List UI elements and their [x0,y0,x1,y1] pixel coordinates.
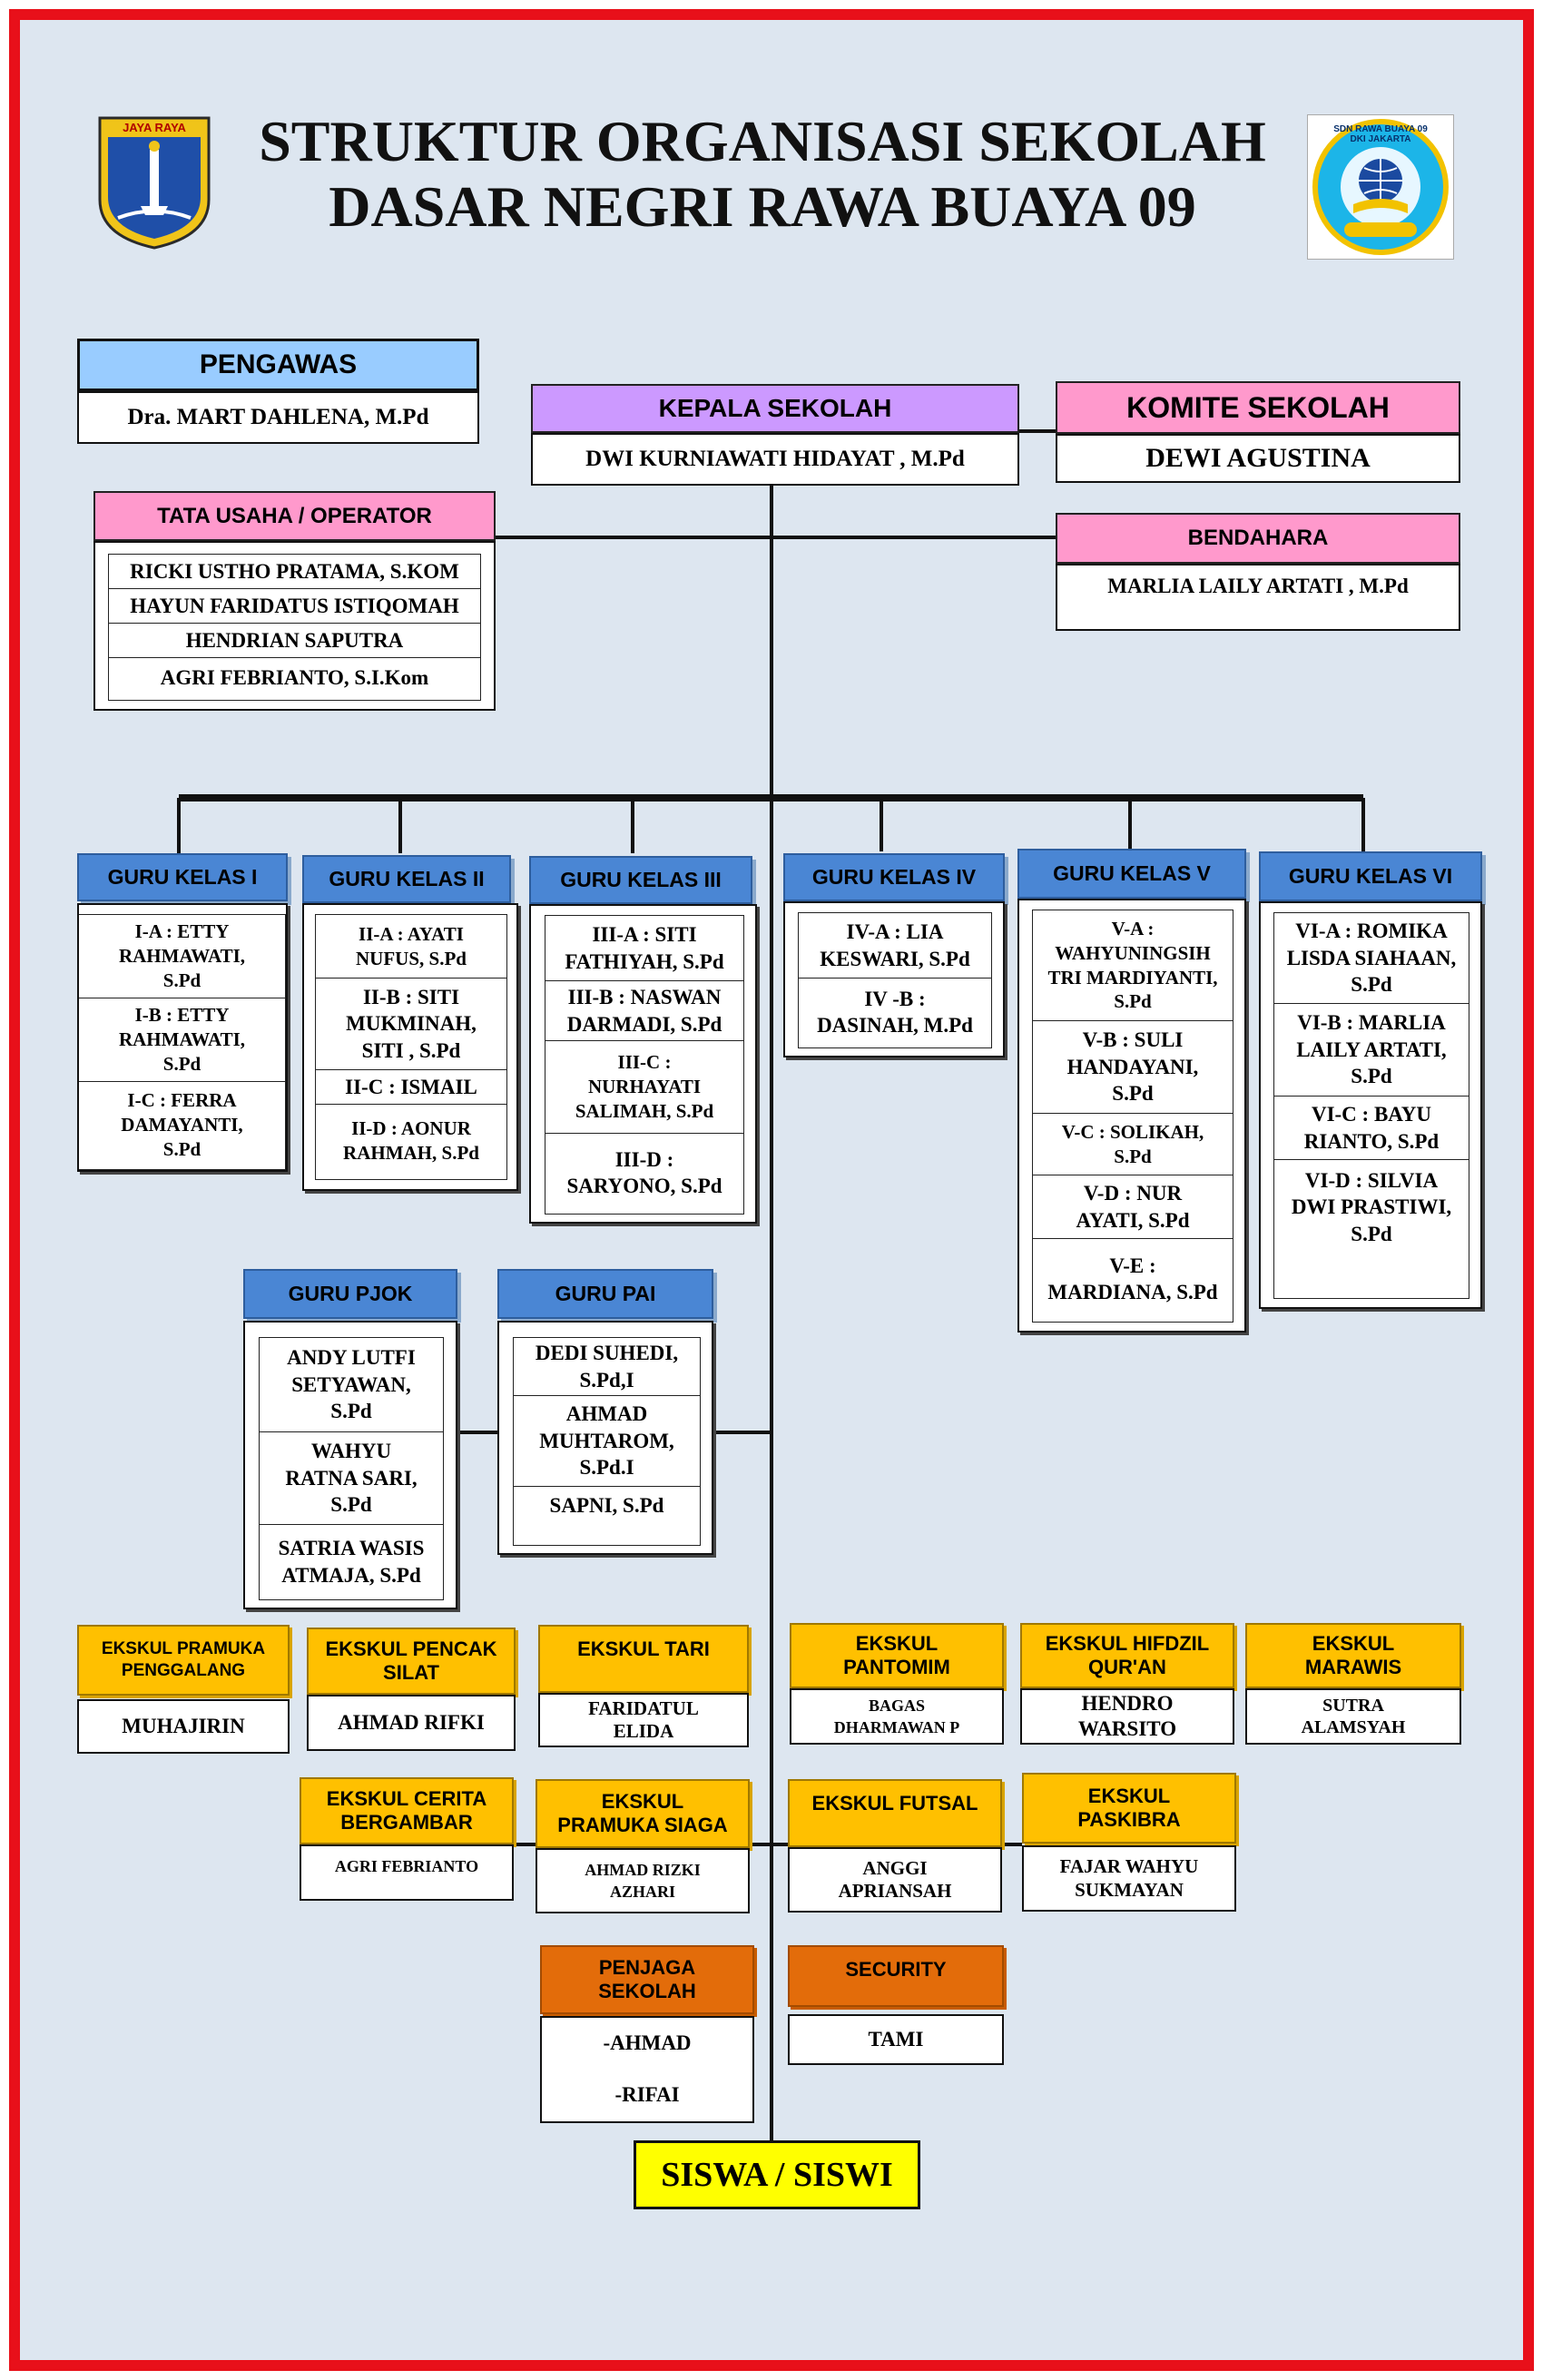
tata-usaha-header: TATA USAHA / OPERATOR [93,491,496,541]
ekskul-cerita-bergambar-header: EKSKUL CERITA BERGAMBAR [300,1777,514,1844]
guru-pjok-header: GURU PJOK [243,1269,457,1319]
pengawas-header: PENGAWAS [77,339,479,391]
kepala-sekolah-header: KEPALA SEKOLAH [531,384,1019,433]
guru-kelas-6-row: VI-C : BAYU RIANTO, S.Pd [1274,1097,1469,1160]
guru-kelas-1-row: I-A : ETTY RAHMAWATI, S.Pd [79,915,285,998]
security-header: SECURITY [788,1945,1004,2007]
guru-kelas-1-row: I-B : ETTY RAHMAWATI, S.Pd [79,998,285,1082]
guru-kelas-6-row: VI-D : SILVIA DWI PRASTIWI, S.Pd [1291,1169,1452,1245]
bendahara-header: BENDAHARA [1056,513,1460,564]
guru-kelas-1-inner: I-A : ETTY RAHMAWATI, S.Pd I-B : ETTY RA… [79,914,286,1170]
ekskul-pantomim-header: EKSKUL PANTOMIM [790,1623,1004,1688]
ekskul-pramuka-siaga-name: AHMAD RIZKI AZHARI [536,1848,750,1913]
ekskul-pencak-silat-name: AHMAD RIFKI [307,1695,516,1751]
guru-kelas-2-row: II-C : ISMAIL [316,1070,506,1105]
school-logo: SDN RAWA BUAYA 09 DKI JAKARTA [1307,114,1454,260]
ekskul-paskibra-header: EKSKUL PASKIBRA [1022,1773,1236,1844]
guru-kelas-5-row: V-B : SULI HANDAYANI, S.Pd [1033,1021,1233,1114]
guru-pjok-row: SATRIA WASIS ATMAJA, S.Pd [278,1537,425,1587]
tata-usaha-item: HENDRIAN SAPUTRA [109,624,480,658]
guru-kelas-4-row: IV-A : LIA KESWARI, S.Pd [799,913,991,979]
ekskul-tari-name: FARIDATUL ELIDA [538,1693,749,1747]
guru-pai-row: DEDI SUHEDI, S.Pd,I [514,1338,700,1396]
guru-kelas-6-inner: VI-A : ROMIKA LISDA SIAHAAN, S.Pd VI-B :… [1273,912,1469,1299]
siswa-box: SISWA / SISWI [634,2140,920,2209]
ekskul-marawis-header: EKSKUL MARAWIS [1245,1623,1461,1688]
guru-kelas-5-header: GURU KELAS V [1017,849,1246,899]
guru-kelas-4-list: IV-A : LIA KESWARI, S.Pd IV -B : DASINAH… [783,901,1005,1057]
ekskul-marawis-name: SUTRA ALAMSYAH [1245,1688,1461,1745]
guru-pai-row: AHMAD MUHTAROM, S.Pd.I [514,1396,700,1487]
guru-kelas-2-inner: II-A : AYATI NUFUS, S.Pd II-B : SITI MUK… [315,914,507,1180]
guru-pjok-row: ANDY LUTFI SETYAWAN, S.Pd [260,1338,443,1432]
guru-kelas-5-row: V-A : WAHYUNINGSIH TRI MARDIYANTI, S.Pd [1033,910,1233,1021]
guru-pjok-row: WAHYU RATNA SARI, S.Pd [260,1432,443,1525]
guru-kelas-1-header: GURU KELAS I [77,853,288,901]
guru-pai-header: GURU PAI [497,1269,713,1319]
ekskul-pramuka-siaga-header: EKSKUL PRAMUKA SIAGA [536,1779,750,1848]
ekskul-paskibra-name: FAJAR WAHYU SUKMAYAN [1022,1845,1236,1912]
ekskul-pencak-silat-header: EKSKUL PENCAK SILAT [307,1628,516,1695]
tata-usaha-item: HAYUN FARIDATUS ISTIQOMAH [109,589,480,624]
guru-kelas-3-list: III-A : SITI FATHIYAH, S.Pd III-B : NASW… [529,904,757,1224]
ekskul-pramuka-penggalang-header: EKSKUL PRAMUKA PENGGALANG [77,1625,290,1696]
guru-pai-inner: DEDI SUHEDI, S.Pd,I AHMAD MUHTAROM, S.Pd… [513,1337,701,1546]
guru-kelas-2-header: GURU KELAS II [302,855,511,903]
guru-kelas-5-inner: V-A : WAHYUNINGSIH TRI MARDIYANTI, S.Pd … [1032,910,1233,1323]
guru-kelas-3-inner: III-A : SITI FATHIYAH, S.Pd III-B : NASW… [545,915,744,1215]
guru-kelas-3-header: GURU KELAS III [529,856,752,904]
guru-kelas-1-list: I-A : ETTY RAHMAWATI, S.Pd I-B : ETTY RA… [77,903,288,1172]
penjaga-sekolah-name: -AHMAD -RIFAI [540,2016,754,2123]
guru-kelas-5-row: V-E : MARDIANA, S.Pd [1047,1254,1218,1303]
ekskul-cerita-bergambar-name: AGRI FEBRIANTO [300,1844,514,1901]
ekskul-pantomim-name: BAGAS DHARMAWAN P [790,1688,1004,1745]
guru-kelas-2-row: II-A : AYATI NUFUS, S.Pd [316,915,506,979]
bendahara-name: MARLIA LAILY ARTATI , M.Pd [1056,564,1460,631]
guru-pjok-list: ANDY LUTFI SETYAWAN, S.Pd WAHYU RATNA SA… [243,1321,457,1609]
komite-sekolah-name: DEWI AGUSTINA [1056,434,1460,483]
guru-kelas-1-row: I-C : FERRA DAMAYANTI, S.Pd [121,1089,243,1160]
guru-pjok-inner: ANDY LUTFI SETYAWAN, S.Pd WAHYU RATNA SA… [259,1337,444,1600]
guru-kelas-4-header: GURU KELAS IV [783,853,1005,901]
guru-kelas-5-row: V-D : NUR AYATI, S.Pd [1033,1175,1233,1239]
ekskul-futsal-header: EKSKUL FUTSAL [788,1779,1002,1847]
guru-kelas-6-list: VI-A : ROMIKA LISDA SIAHAAN, S.Pd VI-B :… [1259,901,1482,1309]
ekskul-futsal-name: ANGGI APRIANSAH [788,1847,1002,1913]
pengawas-name: Dra. MART DAHLENA, M.Pd [77,391,479,444]
kepala-sekolah-name: DWI KURNIAWATI HIDAYAT , M.Pd [531,433,1019,486]
school-logo-text: SDN RAWA BUAYA 09 DKI JAKARTA [1333,124,1428,144]
ekskul-hifdzil-quran-header: EKSKUL HIFDZIL QUR'AN [1020,1623,1234,1688]
guru-pai-row: SAPNI, S.Pd [549,1494,664,1517]
penjaga-sekolah-header: PENJAGA SEKOLAH [540,1945,754,2014]
page-title: STRUKTUR ORGANISASI SEKOLAH DASAR NEGRI … [227,109,1298,240]
title-line-2: DASAR NEGRI RAWA BUAYA 09 [329,174,1196,239]
tata-usaha-item: AGRI FEBRIANTO, S.I.Kom [160,666,429,690]
guru-kelas-5-row: V-C : SOLIKAH, S.Pd [1033,1114,1233,1175]
guru-pai-list: DEDI SUHEDI, S.Pd,I AHMAD MUHTAROM, S.Pd… [497,1321,713,1555]
security-name: TAMI [788,2014,1004,2065]
guru-kelas-2-row: II-B : SITI MUKMINAH, SITI , S.Pd [316,979,506,1070]
guru-kelas-3-row: III-C : NURHAYATI SALIMAH, S.Pd [545,1041,743,1134]
guru-kelas-3-row: III-A : SITI FATHIYAH, S.Pd [545,916,743,981]
guru-kelas-2-list: II-A : AYATI NUFUS, S.Pd II-B : SITI MUK… [302,903,518,1191]
jakarta-logo: JAYA RAYA [95,113,213,250]
guru-kelas-4-row: IV -B : DASINAH, M.Pd [817,987,973,1037]
jakarta-logo-text: JAYA RAYA [123,121,186,134]
tata-usaha-inner: RICKI USTHO PRATAMA, S.KOM HAYUN FARIDAT… [108,554,481,701]
guru-kelas-4-inner: IV-A : LIA KESWARI, S.Pd IV -B : DASINAH… [798,912,992,1048]
tata-usaha-list: RICKI USTHO PRATAMA, S.KOM HAYUN FARIDAT… [93,541,496,711]
guru-kelas-3-row: III-B : NASWAN DARMADI, S.Pd [545,981,743,1041]
tata-usaha-item: RICKI USTHO PRATAMA, S.KOM [109,555,480,589]
guru-kelas-5-list: V-A : WAHYUNINGSIH TRI MARDIYANTI, S.Pd … [1017,899,1246,1333]
guru-kelas-6-row: VI-B : MARLIA LAILY ARTATI, S.Pd [1274,1004,1469,1097]
guru-kelas-2-row: II-D : AONUR RAHMAH, S.Pd [343,1117,479,1164]
guru-kelas-6-row: VI-A : ROMIKA LISDA SIAHAAN, S.Pd [1274,913,1469,1004]
title-line-1: STRUKTUR ORGANISASI SEKOLAH [259,109,1266,173]
ekskul-pramuka-penggalang-name: MUHAJIRIN [77,1699,290,1754]
guru-kelas-6-header: GURU KELAS VI [1259,851,1482,901]
komite-sekolah-header: KOMITE SEKOLAH [1056,381,1460,434]
guru-kelas-3-row: III-D : SARYONO, S.Pd [566,1147,722,1197]
ekskul-hifdzil-quran-name: HENDRO WARSITO [1020,1688,1234,1745]
ekskul-tari-header: EKSKUL TARI [538,1625,749,1693]
